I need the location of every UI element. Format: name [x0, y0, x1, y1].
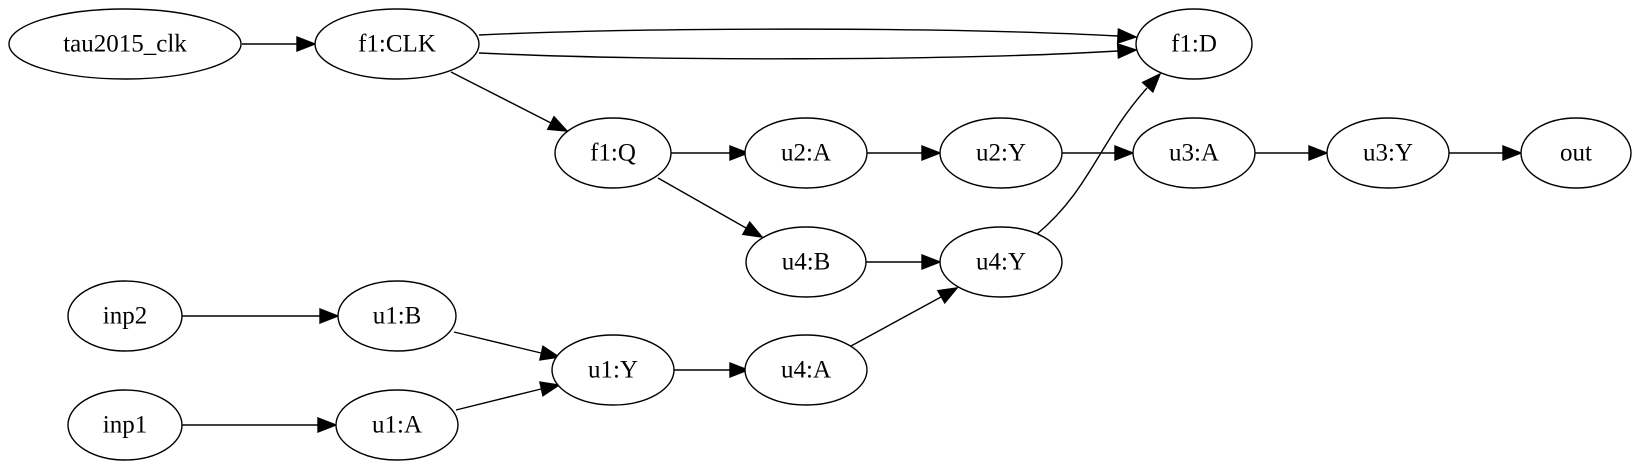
node-ellipse: [67, 280, 183, 352]
node-ellipse: [744, 117, 868, 189]
node-ellipse: [1135, 8, 1253, 80]
edge-arrowhead: [741, 220, 764, 238]
node-out: out: [1520, 117, 1632, 189]
edge-line: [478, 50, 1119, 60]
edge-u3-a-to-u3-y: [1255, 144, 1329, 162]
node-ellipse: [939, 226, 1063, 298]
edge-arrowhead: [317, 416, 338, 434]
node-u3-a: u3:A: [1132, 117, 1256, 189]
node-u2-a: u2:A: [744, 117, 868, 189]
node-ellipse: [554, 117, 672, 189]
node-ellipse: [745, 226, 867, 298]
edge-arrowhead: [1116, 43, 1138, 60]
node-inp1: inp1: [67, 389, 183, 461]
node-label: out: [1560, 140, 1592, 167]
node-u3-y: u3:Y: [1326, 117, 1450, 189]
edge-line: [1036, 87, 1148, 235]
nodes-layer: tau2015_clk f1:CLK f1:D f1:Q u2:A u2:Y u3:A u3:…: [8, 8, 1632, 461]
edge-line: [478, 28, 1119, 37]
node-label: inp2: [103, 303, 147, 330]
edge-arrowhead: [1502, 144, 1523, 162]
edge-arrowhead: [296, 35, 317, 53]
node-u1-y: u1:Y: [551, 334, 675, 406]
edge-inp2-to-u1-b: [182, 307, 340, 325]
edge-f1-clk-to-f1-d: [478, 27, 1138, 44]
edge-arrowhead: [729, 361, 750, 379]
node-label: u3:A: [1169, 140, 1219, 167]
edge-arrowhead: [921, 253, 942, 271]
node-label: u1:Y: [588, 357, 638, 384]
edge-u1-y-to-u4-a: [674, 361, 750, 379]
node-u4-b: u4:B: [745, 226, 867, 298]
node-ellipse: [337, 280, 457, 352]
edge-u2-y-to-u3-a: [1062, 144, 1135, 162]
edge-arrowhead: [539, 381, 561, 397]
node-ellipse: [1132, 117, 1256, 189]
node-label: u1:A: [372, 412, 422, 439]
edge-line: [450, 71, 552, 124]
node-ellipse: [67, 389, 183, 461]
edge-tau2015-clk-to-f1-clk: [242, 35, 317, 53]
edge-arrowhead: [936, 287, 959, 305]
node-label: u4:Y: [976, 249, 1026, 276]
node-label: f1:CLK: [358, 31, 436, 58]
edge-u1-b-to-u1-y: [453, 331, 561, 361]
edge-inp1-to-u1-a: [182, 416, 338, 434]
node-label: tau2015_clk: [63, 31, 187, 58]
node-f1-clk: f1:CLK: [314, 8, 480, 80]
node-inp2: inp2: [67, 280, 183, 352]
node-u1-a: u1:A: [335, 389, 459, 461]
node-ellipse: [1520, 117, 1632, 189]
edge-arrowhead: [729, 144, 750, 162]
node-label: u1:B: [373, 303, 422, 330]
edge-arrowhead: [1116, 27, 1138, 44]
node-label: inp1: [103, 412, 147, 439]
node-label: u2:Y: [976, 140, 1026, 167]
edge-arrowhead: [1141, 72, 1162, 94]
node-u4-a: u4:A: [744, 334, 868, 406]
edge-u2-a-to-u2-y: [867, 144, 942, 162]
node-ellipse: [314, 8, 480, 80]
edge-arrowhead: [539, 345, 561, 361]
edge-u3-y-to-out: [1449, 144, 1523, 162]
edge-arrowhead: [319, 307, 340, 325]
edge-line: [657, 177, 747, 229]
edge-arrowhead: [1308, 144, 1329, 162]
node-label: f1:D: [1171, 31, 1217, 58]
node-ellipse: [744, 334, 868, 406]
edge-f1-q-to-u2-a: [671, 144, 750, 162]
edge-f1-q-to-u4-b: [657, 177, 764, 238]
edge-line: [850, 296, 942, 347]
node-tau2015-clk: tau2015_clk: [8, 8, 242, 80]
node-label: u3:Y: [1363, 140, 1413, 167]
node-label: u4:B: [782, 249, 831, 276]
node-f1-q: f1:Q: [554, 117, 672, 189]
node-ellipse: [551, 334, 675, 406]
node-u2-y: u2:Y: [939, 117, 1063, 189]
node-label: u2:A: [781, 140, 831, 167]
edge-u4-b-to-u4-y: [866, 253, 942, 271]
edges-layer: [182, 27, 1523, 434]
node-label: u4:A: [781, 357, 831, 384]
node-ellipse: [8, 8, 242, 80]
edge-arrowhead: [546, 115, 569, 132]
node-label: f1:Q: [590, 140, 636, 167]
node-ellipse: [939, 117, 1063, 189]
node-f1-d: f1:D: [1135, 8, 1253, 80]
node-ellipse: [335, 389, 459, 461]
edge-f1-clk-to-f1-d: [478, 43, 1138, 60]
edge-line: [453, 331, 542, 354]
edge-u4-y-to-f1-d: [1036, 72, 1162, 235]
node-ellipse: [1326, 117, 1450, 189]
node-u1-b: u1:B: [337, 280, 457, 352]
edge-line: [455, 388, 542, 411]
edge-arrowhead: [1114, 144, 1135, 162]
edge-u4-a-to-u4-y: [850, 287, 959, 347]
edge-arrowhead: [921, 144, 942, 162]
edge-u1-a-to-u1-y: [455, 381, 561, 411]
edge-f1-clk-to-f1-q: [450, 71, 569, 132]
node-u4-y: u4:Y: [939, 226, 1063, 298]
